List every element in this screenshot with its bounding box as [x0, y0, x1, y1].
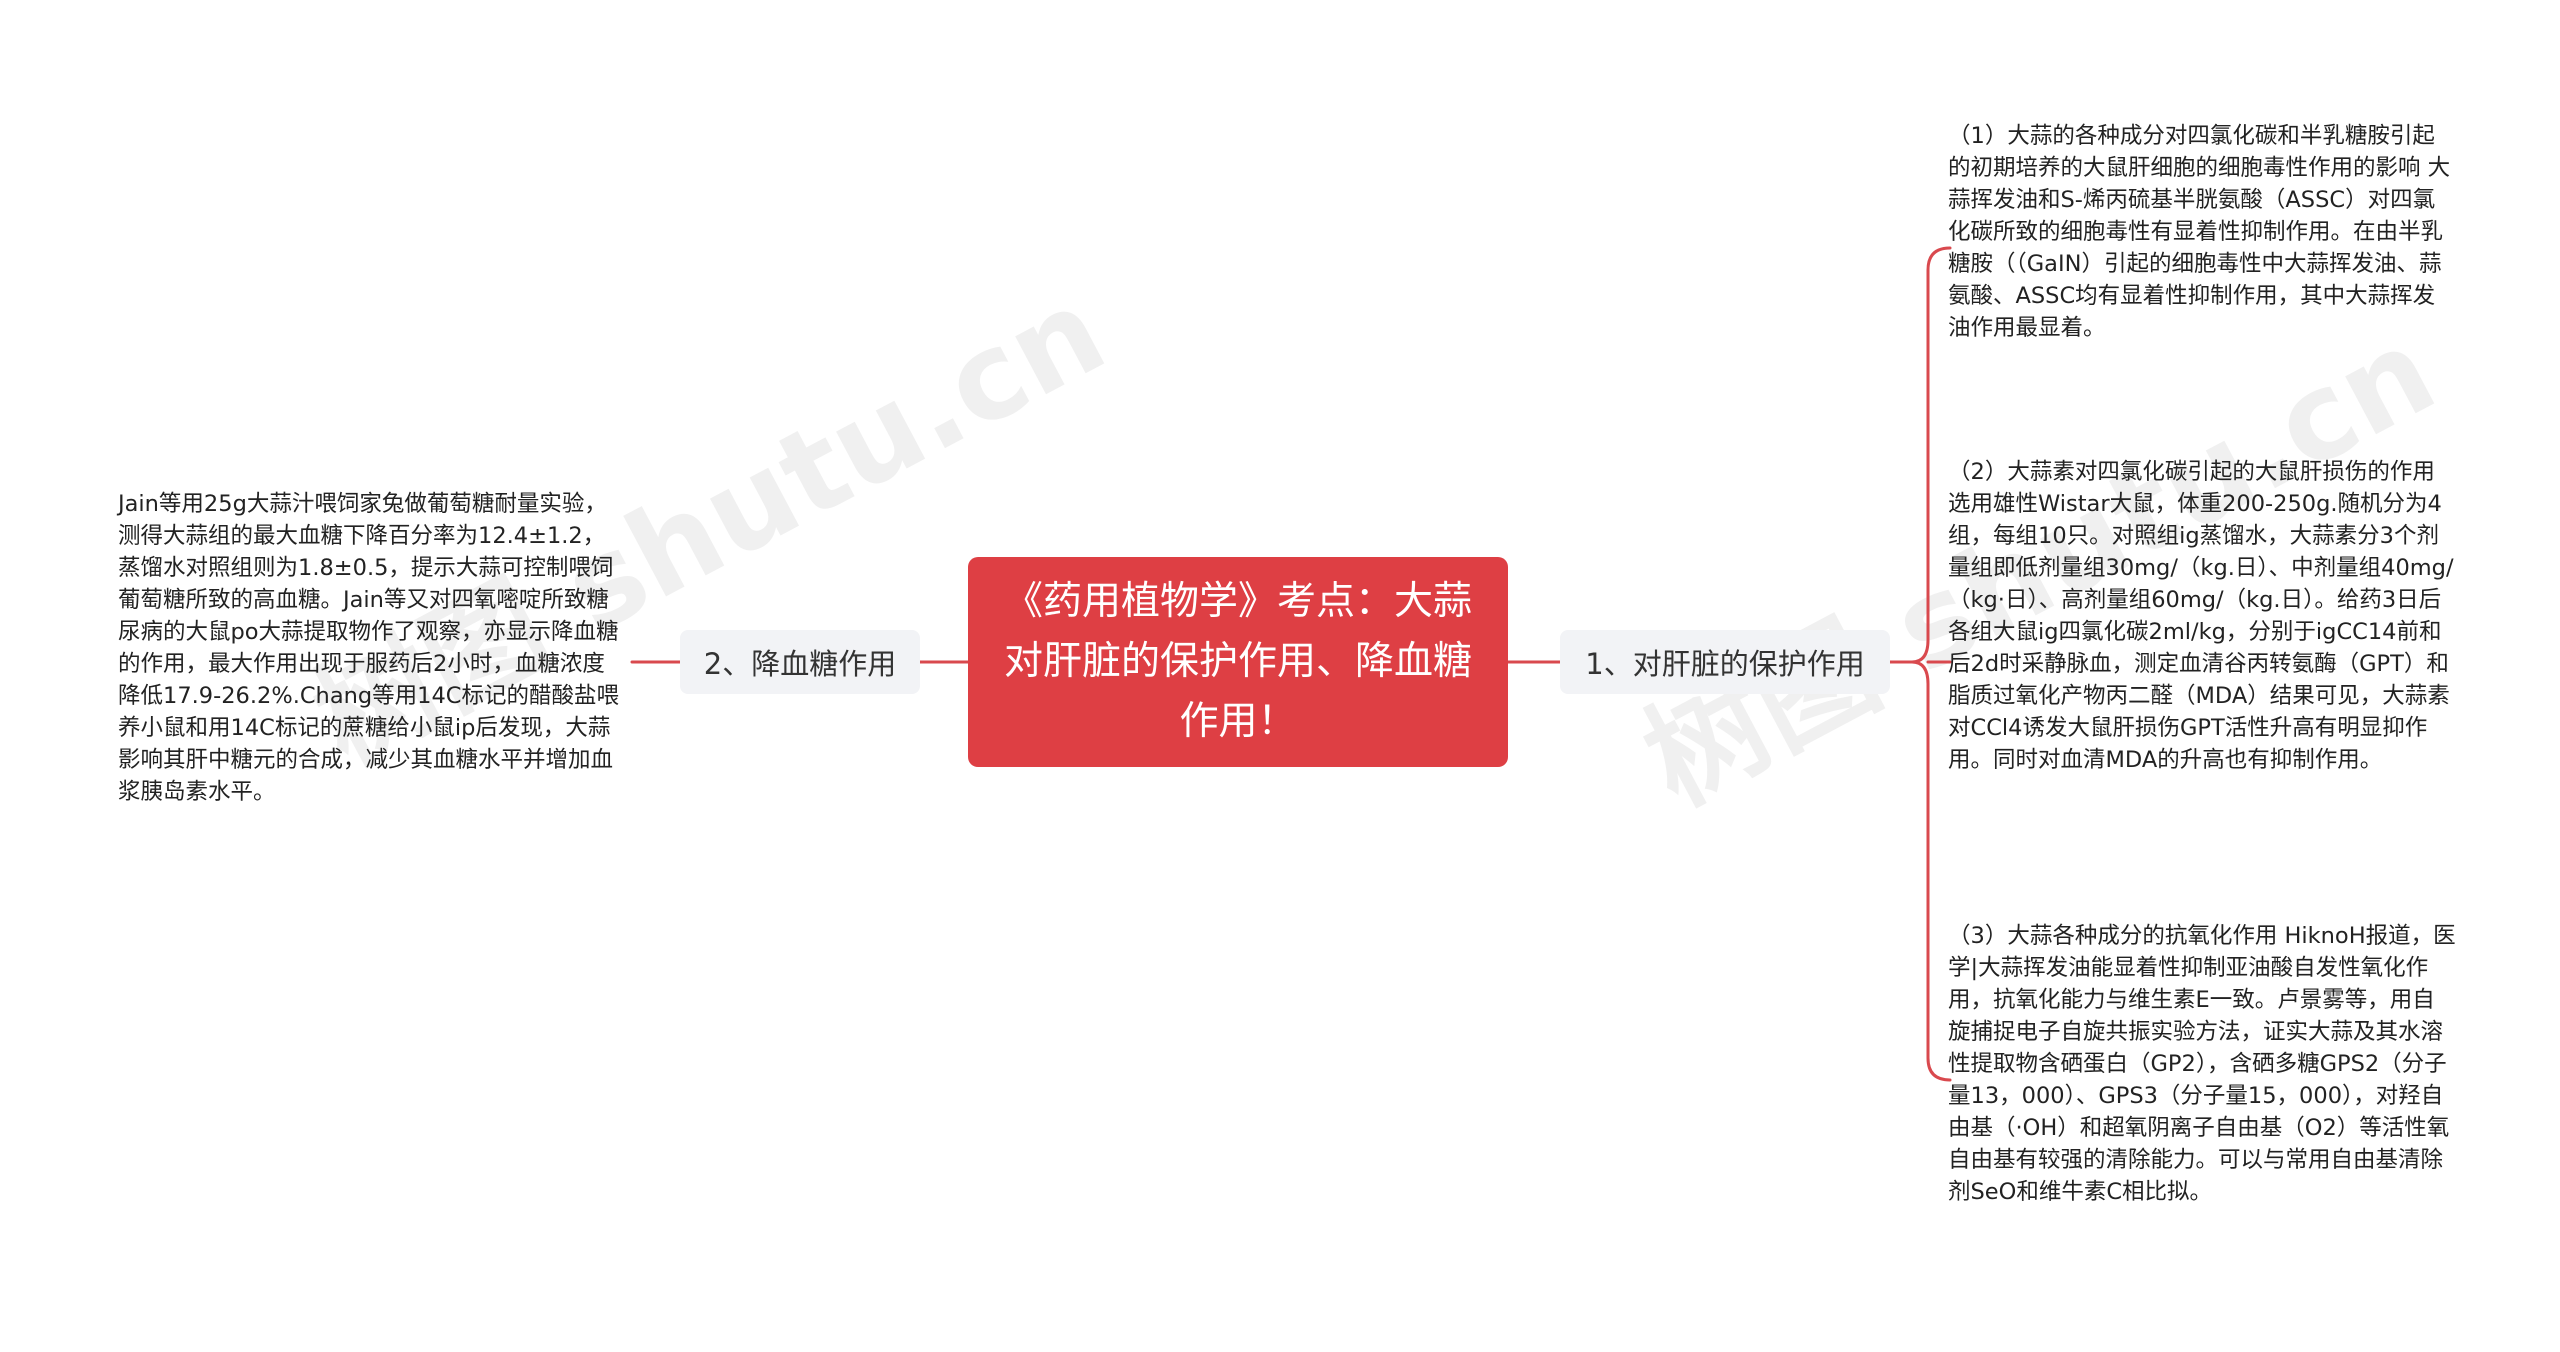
- branch-label: 2、降血糖作用: [703, 647, 897, 681]
- central-topic-text: 《药用植物学》考点：大蒜对肝脏的保护作用、降血糖作用！: [1003, 579, 1472, 744]
- branch-liver-protection[interactable]: 1、对肝脏的保护作用: [1560, 630, 1890, 694]
- leaf-liver-2[interactable]: （2）大蒜素对四氯化碳引起的大鼠肝损伤的作用 选用雄性Wistar大鼠，体重20…: [1948, 456, 2456, 776]
- leaf-glucose-1[interactable]: Jain等用25g大蒜汁喂饲家兔做葡萄糖耐量实验，测得大蒜组的最大血糖下降百分率…: [118, 488, 626, 808]
- central-topic[interactable]: 《药用植物学》考点：大蒜对肝脏的保护作用、降血糖作用！: [968, 557, 1508, 767]
- branch-label: 1、对肝脏的保护作用: [1585, 647, 1865, 681]
- leaf-liver-3[interactable]: （3）大蒜各种成分的抗氧化作用 HiknoH报道，医学|大蒜挥发油能显着性抑制亚…: [1948, 920, 2456, 1208]
- leaf-text: （3）大蒜各种成分的抗氧化作用 HiknoH报道，医学|大蒜挥发油能显着性抑制亚…: [1948, 923, 2456, 1205]
- leaf-text: （2）大蒜素对四氯化碳引起的大鼠肝损伤的作用 选用雄性Wistar大鼠，体重20…: [1948, 459, 2454, 773]
- bracket-spine: [1911, 246, 1952, 1082]
- leaf-text: （1）大蒜的各种成分对四氯化碳和半乳糖胺引起的初期培养的大鼠肝细胞的细胞毒性作用…: [1948, 123, 2451, 341]
- leaf-text: Jain等用25g大蒜汁喂饲家兔做葡萄糖耐量实验，测得大蒜组的最大血糖下降百分率…: [118, 491, 619, 805]
- branch-blood-glucose[interactable]: 2、降血糖作用: [680, 630, 920, 694]
- leaf-liver-1[interactable]: （1）大蒜的各种成分对四氯化碳和半乳糖胺引起的初期培养的大鼠肝细胞的细胞毒性作用…: [1948, 120, 2456, 344]
